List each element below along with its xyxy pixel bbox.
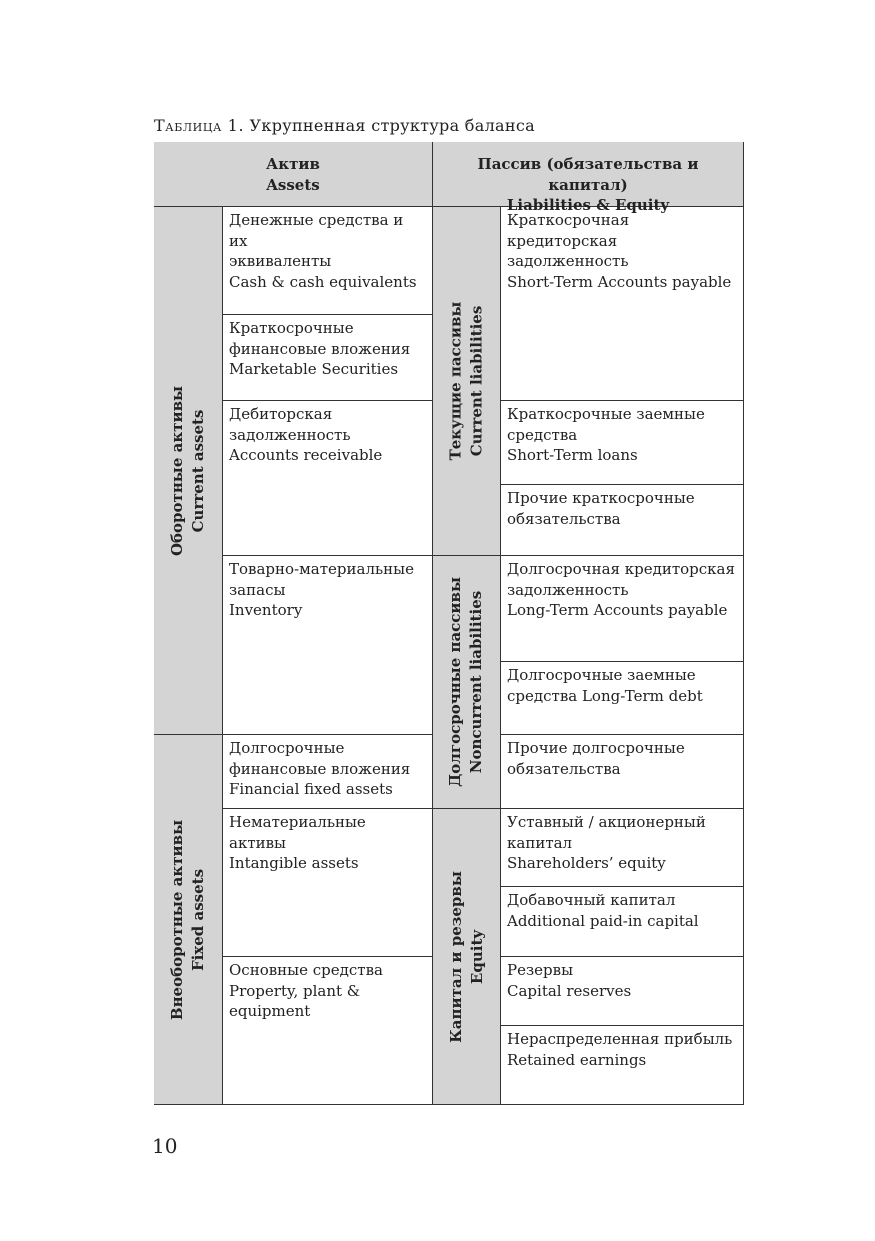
liability-item-line: обязательства [507,759,621,778]
asset-item-line: Основные средства [229,961,383,979]
liability-item-other-short-term: Прочие краткосрочные обязательства [501,485,744,556]
liability-item-line: Прочие краткосрочные [507,489,695,507]
header-liabilities: Пассив (обязательства и капитал) Liabili… [433,142,744,214]
group-current-assets-ru: Оборотные активы [168,385,187,556]
liability-item-line: обязательства [507,509,621,528]
caption-text: Укрупненная структура баланса [249,116,535,135]
liability-item-line: капитал [507,833,573,852]
liability-item-long-term-payable: Долгосрочная кредиторская задолженность … [501,556,744,662]
liability-item-line: Shareholders’ equity [507,854,666,872]
liability-item-line: Краткосрочные заемные [507,405,705,423]
group-current-liabilities: Текущие пассивы Current liabilities [433,207,501,556]
group-current-assets-en: Current assets [189,409,208,532]
liability-item-line: Прочие долгосрочные [507,739,685,757]
liability-item-short-term-loans: Краткосрочные заемные средства Short-Ter… [501,401,744,485]
asset-item-line: запасы [229,580,286,599]
asset-item-line: Нематериальные активы [229,813,366,852]
asset-item-line: финансовые вложения [229,759,411,778]
liability-item-line: Резервы [507,961,574,979]
asset-item-financial-fixed-assets: Долгосрочные финансовые вложения Financi… [223,735,433,809]
asset-item-line: задолженность [229,425,351,444]
asset-item-inventory: Товарно-материальные запасы Inventory [223,556,433,735]
group-noncurrent-liabilities-ru: Долгосрочные пассивы [446,576,465,788]
liability-item-line: Additional paid-in capital [507,911,699,930]
asset-item-line: Accounts receivable [229,446,383,464]
liability-item-line: Нераспределенная прибыль [507,1030,733,1048]
header-liabilities-en: Liabilities & Equity [506,196,670,214]
header-liabilities-ru: Пассив (обязательства и капитал) [477,155,699,194]
asset-item-line: Дебиторская [229,405,333,423]
liability-item-line: Уставный / акционерный [507,813,706,831]
liability-item-line: задолженность [507,252,629,270]
group-current-liabilities-ru: Текущие пассивы [446,301,465,461]
asset-item-line: финансовые вложения [229,339,411,358]
liability-item-other-long-term: Прочие долгосрочные обязательства [501,735,744,809]
group-fixed-assets-ru: Внеоборотные активы [168,819,186,1020]
liability-item-line: задолженность [507,580,629,599]
caption-label: Таблица 1. [154,116,245,135]
header-assets: Актив Assets [154,142,433,207]
asset-item-marketable-securities: Краткосрочные финансовые вложения Market… [223,315,433,401]
liability-item-retained-earnings: Нераспределенная прибыль Retained earnin… [501,1026,744,1105]
group-fixed-assets-en: Fixed assets [189,868,207,971]
asset-item-line: Financial fixed assets [229,780,393,798]
asset-item-line: Property, plant & [229,981,361,1000]
liability-item-line: Добавочный капитал [507,891,676,909]
asset-item-line: Денежные средства и их [229,211,404,250]
asset-item-line: Краткосрочные [229,319,354,337]
liability-item-capital-reserves: Резервы Capital reserves [501,957,744,1026]
liability-item-line: средства [507,425,578,444]
liability-item-additional-capital: Добавочный капитал Additional paid-in ca… [501,887,744,957]
liability-item-line: Short-Term Accounts payable [507,272,732,291]
liability-item-long-term-debt: Долгосрочные заемные средства Long-Term … [501,662,744,735]
asset-item-line: эквиваленты [229,252,332,270]
group-noncurrent-liabilities: Долгосрочные пассивы Noncurrent liabilit… [433,556,501,809]
liability-item-line: Capital reserves [507,981,632,1000]
liability-item-line: Долгосрочные заемные [507,666,696,684]
group-current-assets: Оборотные активы Current assets [154,207,223,735]
group-equity: Капитал и резервы Equity [433,809,501,1105]
asset-item-line: Inventory [229,601,303,619]
liability-item-line: Долгосрочная кредиторская [507,560,735,578]
liability-item-line: Long-Term Accounts payable [507,601,728,619]
liability-item-line: средства Long-Term debt [507,686,703,705]
group-current-liabilities-en: Current liabilities [467,305,486,457]
group-fixed-assets: Внеоборотные активы Fixed assets [154,735,223,1105]
liability-item-shareholders-equity: Уставный / акционерный капитал Sharehold… [501,809,744,887]
header-assets-en: Assets [266,175,320,194]
asset-item-property-plant-equipment: Основные средства Property, plant & equi… [223,957,433,1105]
asset-item-intangible-assets: Нематериальные активы Intangible assets [223,809,433,957]
group-equity-en: Equity [467,929,486,984]
asset-item-line: Долгосрочные [229,739,345,757]
liability-item-short-term-payable: Краткосрочная кредиторская задолженность… [501,207,744,401]
liability-item-line: Retained earnings [507,1050,647,1069]
asset-item-cash: Денежные средства и их эквиваленты Cash … [223,207,433,315]
liability-item-line: Краткосрочная кредиторская [507,211,630,250]
asset-item-line: equipment [229,1002,311,1020]
asset-item-line: Marketable Securities [229,360,399,378]
table-caption: Таблица 1. Укрупненная структура баланса [154,116,535,135]
asset-item-line: Cash & cash equivalents [229,272,417,291]
asset-item-line: Товарно-материальные [229,560,414,578]
header-assets-ru: Актив [266,155,320,173]
asset-item-line: Intangible assets [229,854,359,872]
liability-item-line: Short-Term loans [507,446,638,464]
asset-item-accounts-receivable: Дебиторская задолженность Accounts recei… [223,401,433,556]
page-number: 10 [152,1134,178,1158]
group-equity-ru: Капитал и резервы [446,870,465,1043]
group-noncurrent-liabilities-en: Noncurrent liabilities [467,590,486,774]
